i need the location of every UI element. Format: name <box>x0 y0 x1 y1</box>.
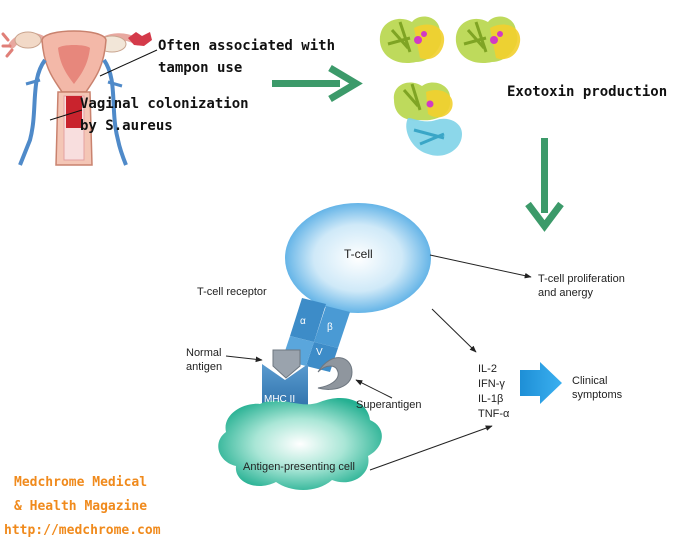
mhc-ii <box>262 364 308 412</box>
green-arrow-down <box>525 138 564 232</box>
arrow-superantigen <box>355 379 393 399</box>
superantigen-label: Superantigen <box>356 399 422 411</box>
v-region-label: V <box>316 347 323 358</box>
colonization-pointer-line <box>49 109 83 121</box>
normal-antigen <box>272 349 301 379</box>
proliferation-label-line1: T-cell proliferation <box>538 273 625 285</box>
cytokine-il1-beta: IL-1β <box>478 393 504 405</box>
proliferation-label-line2: and anergy <box>538 287 594 299</box>
tampon-pointer-line <box>99 49 158 77</box>
watermark-line2: & Health Magazine <box>14 499 148 514</box>
reproductive-anatomy-illustration <box>1 30 152 166</box>
watermark-url[interactable]: http://medchrome.com <box>4 523 161 538</box>
tampon-annotation-line2: tampon use <box>158 60 243 76</box>
mhc-ii-label: MHC II <box>264 394 296 405</box>
t-cell <box>285 203 431 313</box>
exotoxin-structure-1 <box>379 16 445 64</box>
arrow-normal-antigen <box>225 355 263 363</box>
tampon-annotation-line1: Often associated with <box>158 38 336 54</box>
normal-antigen-label-line1: Normal <box>186 347 222 359</box>
arrow-apc-to-cytokines <box>369 425 493 471</box>
watermark-line1: Medchrome Medical <box>14 475 148 490</box>
superantigen-molecule <box>317 357 353 390</box>
apc-label: Antigen-presenting cell <box>243 461 355 473</box>
symptoms-arrow <box>520 362 562 404</box>
cytokine-ifn-gamma: IFN-γ <box>478 378 505 390</box>
exotoxin-structure-2 <box>455 16 521 64</box>
alpha-chain-label: α <box>300 316 306 327</box>
clinical-symptoms-label-line1: Clinical <box>572 375 608 387</box>
cytokine-il2: IL-2 <box>478 363 497 375</box>
beta-chain-label: β <box>327 322 333 333</box>
colonization-annotation-line2: by S.aureus <box>80 118 173 134</box>
t-cell-receptor-label: T-cell receptor <box>197 286 267 298</box>
arrow-to-cytokines <box>431 308 477 353</box>
exotoxin-annotation: Exotoxin production <box>507 84 668 100</box>
clinical-symptoms-label-line2: symptoms <box>572 389 623 401</box>
normal-antigen-label-line2: antigen <box>186 361 223 373</box>
green-arrow-right <box>272 64 363 103</box>
exotoxin-structure-3 <box>393 82 462 156</box>
colonization-annotation-line1: Vaginal colonization <box>80 96 249 112</box>
t-cell-label: T-cell <box>344 247 373 261</box>
antigen-presenting-cell <box>218 398 382 490</box>
cytokine-tnf-alpha: TNF-α <box>478 408 510 420</box>
arrow-to-proliferation <box>429 254 532 279</box>
